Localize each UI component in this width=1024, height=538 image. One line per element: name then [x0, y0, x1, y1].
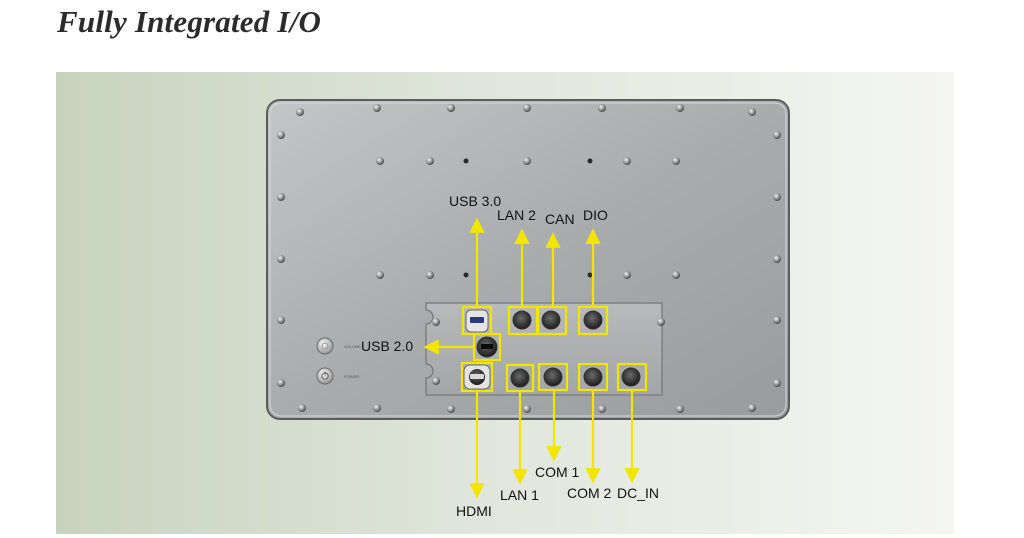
mount-hole: [587, 272, 593, 278]
screw: [376, 157, 384, 165]
callout-lan-1: LAN 1: [500, 487, 539, 503]
mount-hole: [463, 272, 469, 278]
callout-lan-2: LAN 2: [497, 207, 536, 223]
screw: [773, 193, 781, 201]
screw: [672, 271, 680, 279]
com-2-port[interactable]: [583, 367, 603, 387]
panel-screws: [277, 104, 781, 413]
screw: [432, 318, 440, 326]
screw: [298, 404, 306, 412]
screw: [426, 271, 434, 279]
callout-arrows: [423, 217, 640, 499]
screw: [748, 404, 756, 412]
can-port[interactable]: [541, 310, 561, 330]
usb-3-0-port[interactable]: [465, 309, 489, 333]
screw: [277, 379, 285, 387]
power-label: POWER: [344, 374, 359, 379]
screw: [773, 316, 781, 324]
screw: [523, 157, 531, 165]
screw: [773, 255, 781, 263]
screw: [676, 104, 684, 112]
screw: [623, 271, 631, 279]
mount-hole: [587, 158, 593, 164]
power-button[interactable]: [316, 367, 334, 385]
callout-com-1: COM 1: [535, 464, 580, 480]
screw: [432, 377, 440, 385]
callout-com-2: COM 2: [567, 485, 612, 501]
screw: [523, 104, 531, 112]
screw: [598, 405, 606, 413]
screw: [676, 405, 684, 413]
screw: [623, 157, 631, 165]
screw: [523, 405, 531, 413]
dio-port[interactable]: [583, 310, 603, 330]
volume-label: VOLUME: [344, 344, 361, 349]
callout-can: CAN: [545, 211, 575, 227]
page-title: Fully Integrated I/O: [57, 4, 322, 39]
screw: [447, 104, 455, 112]
screw: [598, 104, 606, 112]
volume-button[interactable]: [316, 337, 334, 355]
lan-1-port[interactable]: [510, 368, 530, 388]
callout-hdmi: HDMI: [456, 503, 492, 519]
lan-2-port[interactable]: [512, 310, 532, 330]
screw: [748, 108, 756, 116]
callout-usb-3-0: USB 3.0: [449, 193, 501, 209]
dc-in-port[interactable]: [621, 367, 641, 387]
callout-dio: DIO: [583, 207, 608, 223]
screw: [277, 131, 285, 139]
screw: [277, 193, 285, 201]
screw: [672, 157, 680, 165]
screw: [657, 318, 665, 326]
screw: [373, 104, 381, 112]
screw: [426, 157, 434, 165]
callout-dc-in: DC_IN: [617, 485, 659, 501]
screw: [773, 379, 781, 387]
screw: [277, 316, 285, 324]
screw: [277, 255, 285, 263]
mount-hole: [463, 158, 469, 164]
screw: [376, 271, 384, 279]
hdmi-port[interactable]: [463, 364, 491, 390]
screw: [447, 405, 455, 413]
screw: [296, 108, 304, 116]
usb-2-0-port[interactable]: [476, 336, 498, 358]
callout-usb-2-0: USB 2.0: [361, 338, 413, 354]
com-1-port[interactable]: [543, 367, 563, 387]
screw: [773, 131, 781, 139]
screw: [373, 404, 381, 412]
